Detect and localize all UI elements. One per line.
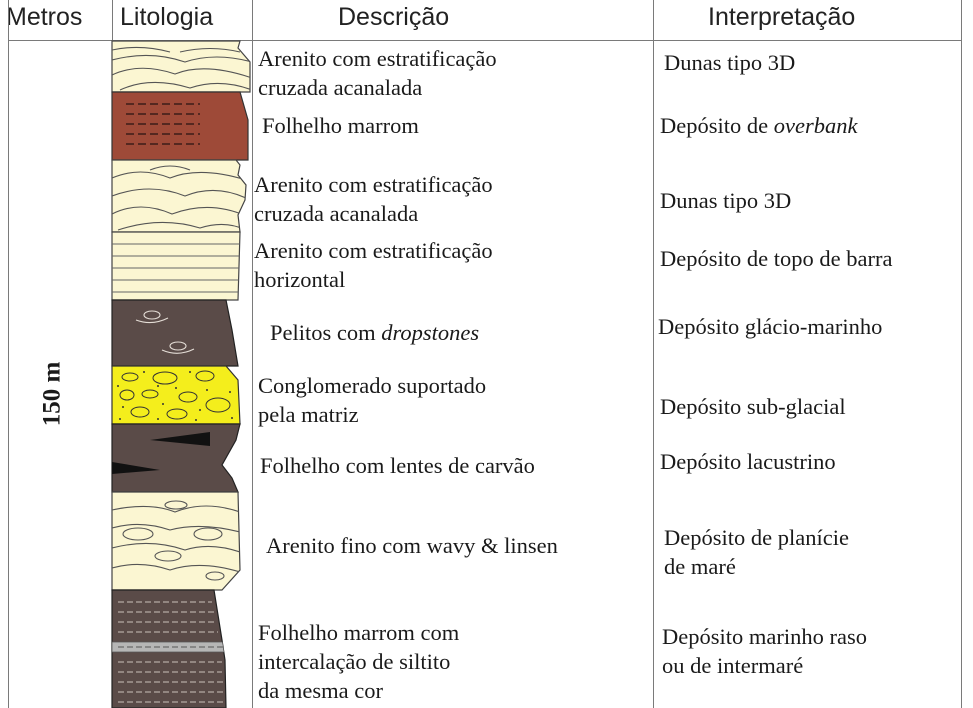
- column-divider-description: [252, 0, 253, 708]
- description-unit-5: Pelitos com dropstones: [270, 320, 480, 345]
- interpretation-unit-9: Depósito marinho raso ou de intermaré: [662, 624, 867, 678]
- column-divider-interpretation: [653, 0, 654, 708]
- lithology-unit-3: [111, 159, 247, 233]
- interpretation-unit-5: Depósito glácio-marinho: [658, 314, 883, 339]
- interpretation-unit-7: Depósito lacustrino: [660, 449, 836, 474]
- description-unit-3: Arenito com estratificação cruzada acana…: [254, 172, 493, 226]
- description-unit-5-italic: dropstones: [381, 320, 480, 345]
- description-unit-1: Arenito com estratificação cruzada acana…: [258, 46, 497, 100]
- interpretation-unit-3: Dunas tipo 3D: [660, 188, 792, 213]
- interpretation-unit-2-italic: overbank: [773, 113, 858, 138]
- header-metros: Metros: [6, 3, 83, 31]
- interpretation-unit-2: Depósito de overbank: [660, 113, 858, 138]
- description-unit-8: Arenito fino com wavy & linsen: [266, 533, 558, 558]
- lithology-unit-7: [111, 423, 241, 493]
- header-descricao: Descrição: [338, 3, 450, 31]
- lithology-unit-9: [111, 589, 227, 708]
- header-litologia: Litologia: [120, 3, 214, 31]
- table-border-left: [8, 0, 9, 708]
- header-underline: [8, 40, 962, 41]
- description-unit-7: Folhelho com lentes de carvão: [260, 453, 535, 478]
- description-unit-2: Folhelho marrom: [262, 113, 419, 138]
- header-divider-1: [112, 0, 113, 40]
- header-interpretacao: Interpretação: [708, 3, 856, 31]
- lithology-unit-4: [111, 231, 241, 301]
- description-unit-6: Conglomerado suportado pela matriz: [258, 373, 487, 427]
- description-unit-9: Folhelho marrom com intercalação de silt…: [258, 620, 460, 703]
- interpretation-unit-8: Depósito de planície de maré: [664, 525, 849, 579]
- lithology-unit-5: [111, 299, 239, 367]
- description-unit-4: Arenito com estratificação horizontal: [254, 238, 493, 292]
- table-border-right: [961, 0, 962, 708]
- lithology-unit-1: [111, 40, 251, 93]
- lithology-unit-6: [111, 365, 241, 425]
- interpretation-unit-4: Depósito de topo de barra: [660, 246, 893, 271]
- lithology-unit-8: [111, 491, 241, 591]
- interpretation-unit-6: Depósito sub-glacial: [660, 394, 846, 419]
- lithology-unit-2: [111, 91, 249, 161]
- interpretation-unit-1: Dunas tipo 3D: [664, 50, 796, 75]
